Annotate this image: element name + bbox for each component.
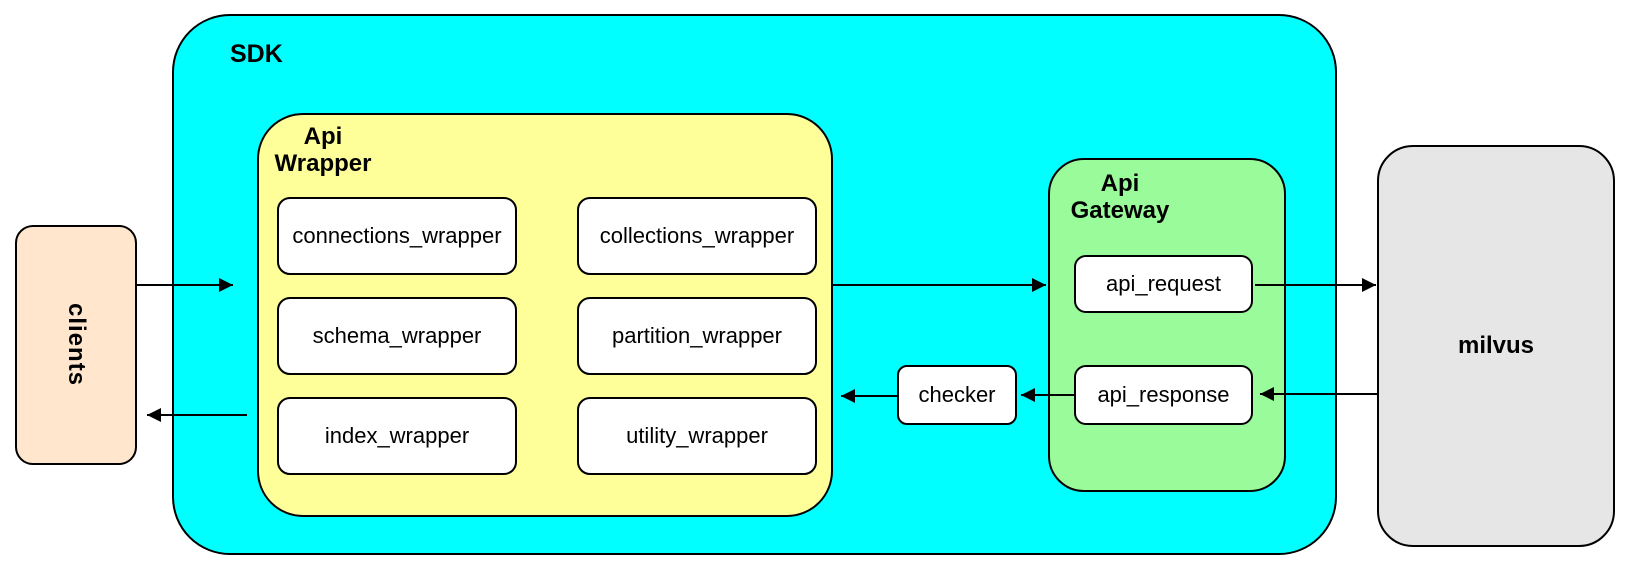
- sdk-label: SDK: [230, 40, 283, 68]
- module-box-partition-wrapper: partition_wrapper: [577, 297, 817, 375]
- api-wrapper-container: Api Wrapper connections_wrapper collecti…: [257, 113, 833, 517]
- api-request-label: api_request: [1106, 271, 1221, 296]
- clients-node: clients: [15, 225, 137, 465]
- module-box-collections-wrapper: collections_wrapper: [577, 197, 817, 275]
- module-box-connections-wrapper: connections_wrapper: [277, 197, 517, 275]
- checker-label: checker: [918, 382, 996, 407]
- clients-label: clients: [63, 303, 90, 387]
- module-label: connections_wrapper: [292, 223, 502, 248]
- api-response-label: api_response: [1097, 382, 1230, 407]
- api-gateway-container: Api Gateway api_request api_response: [1048, 158, 1286, 492]
- api-gateway-label: Api Gateway: [1070, 170, 1170, 224]
- api-request-node: api_request: [1074, 255, 1253, 313]
- module-box-utility-wrapper: utility_wrapper: [577, 397, 817, 475]
- module-label: schema_wrapper: [312, 323, 482, 348]
- checker-node: checker: [897, 365, 1017, 425]
- module-label: partition_wrapper: [612, 323, 782, 348]
- module-label: utility_wrapper: [626, 423, 768, 448]
- module-box-schema-wrapper: schema_wrapper: [277, 297, 517, 375]
- api-response-node: api_response: [1074, 365, 1253, 425]
- sdk-container: SDK Api Wrapper connections_wrapper coll…: [172, 14, 1337, 555]
- api-wrapper-modules-grid: connections_wrapper collections_wrapper …: [277, 197, 817, 475]
- milvus-node: milvus: [1377, 145, 1615, 547]
- module-label: index_wrapper: [324, 423, 470, 448]
- module-label: collections_wrapper: [599, 223, 795, 248]
- module-box-index-wrapper: index_wrapper: [277, 397, 517, 475]
- milvus-label: milvus: [1457, 332, 1535, 359]
- api-wrapper-label: Api Wrapper: [274, 123, 372, 177]
